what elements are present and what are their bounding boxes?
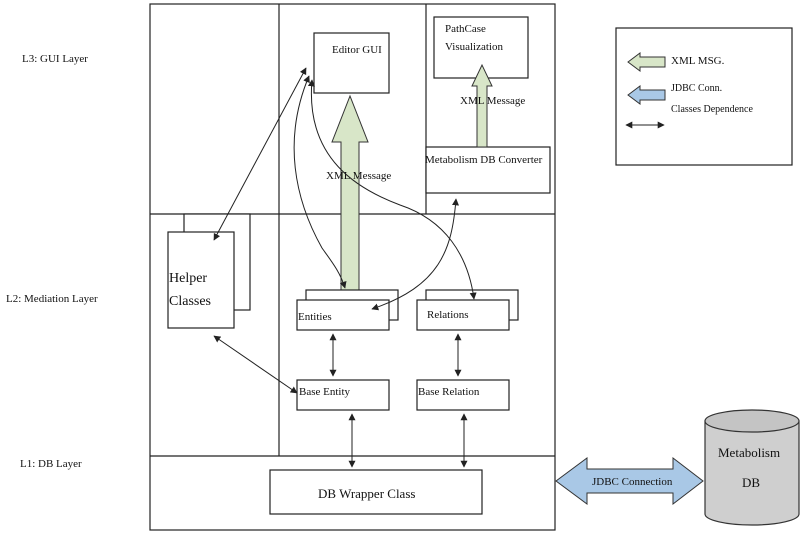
metabolism-db-label-2: DB <box>742 475 760 490</box>
pathcase-label-1: PathCase <box>445 23 486 35</box>
relations-box-front <box>416 299 510 331</box>
editor-gui-label: Editor GUI <box>332 44 382 56</box>
layer-label-db: L1: DB Layer <box>20 458 82 470</box>
dependence-converter-entities <box>371 198 459 311</box>
base-relation-label: Base Relation <box>418 386 480 398</box>
base-relation-box <box>416 379 510 411</box>
entities-label: Entities <box>298 311 332 323</box>
db-wrapper-box <box>269 469 483 515</box>
editor-gui-box <box>313 32 390 94</box>
legend-jdbc-label: JDBC Conn. <box>671 83 722 94</box>
pathcase-label-2: Visualization <box>445 41 503 53</box>
helper-classes-label-1: Helper <box>169 271 207 286</box>
db-wrapper-label: DB Wrapper Class <box>318 486 415 501</box>
helper-classes-front <box>167 231 235 329</box>
legend-xml-arrow <box>627 52 666 72</box>
layer-label-gui: L3: GUI Layer <box>22 53 88 65</box>
dependence-helper-baseentity <box>213 335 298 394</box>
xml-message-label-main: XML Message <box>326 170 391 182</box>
base-entity-label: Base Entity <box>299 386 351 398</box>
metabolism-db-cylinder <box>704 421 800 526</box>
jdbc-connection-arrow <box>555 456 704 506</box>
dependence-helper-editor <box>213 67 307 241</box>
metabolism-db-label-1: Metabolism <box>718 445 780 460</box>
base-entity-box <box>296 379 390 411</box>
legend-jdbc-arrow <box>627 85 666 105</box>
layer-label-mediation: L2: Mediation Layer <box>6 293 98 305</box>
legend-dependence-label: Classes Dependence <box>671 104 753 115</box>
metabolism-converter-label: Metabolism DB Converter <box>425 154 543 166</box>
relations-label: Relations <box>427 309 469 321</box>
xml-message-label-small: XML Message <box>460 95 525 107</box>
helper-classes-label-2: Classes <box>169 294 211 309</box>
legend-xml-label: XML MSG. <box>671 55 725 67</box>
metabolism-db-top <box>704 409 800 433</box>
jdbc-connection-label: JDBC Connection <box>592 476 673 488</box>
